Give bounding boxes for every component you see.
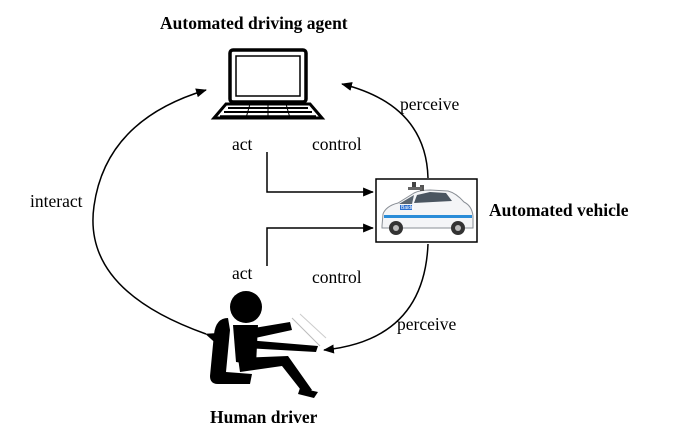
- agent-perceive-arrow: [341, 82, 429, 179]
- vehicle-image: Baidu: [375, 178, 478, 243]
- agent-control-label: control: [312, 134, 362, 154]
- agent-act-label: act: [232, 134, 253, 154]
- agent-perceive-label: perceive: [400, 94, 460, 114]
- driver-act-arrow: [266, 223, 374, 266]
- driver-icon: [210, 291, 327, 398]
- agent-act-arrow: [266, 152, 374, 197]
- driver-control-label: control: [312, 267, 362, 287]
- driver-perceive-label: perceive: [397, 314, 457, 334]
- interact-arrow: [92, 88, 217, 342]
- interact-label: interact: [30, 191, 83, 211]
- driver-perceive-arrow: [323, 243, 429, 354]
- vehicle-decal: Baidu: [401, 205, 414, 211]
- driver-title: Human driver: [210, 407, 318, 427]
- vehicle-title: Automated vehicle: [489, 200, 629, 220]
- agent-title: Automated driving agent: [160, 13, 348, 33]
- driver-act-label: act: [232, 263, 253, 283]
- laptop-icon: [210, 48, 326, 120]
